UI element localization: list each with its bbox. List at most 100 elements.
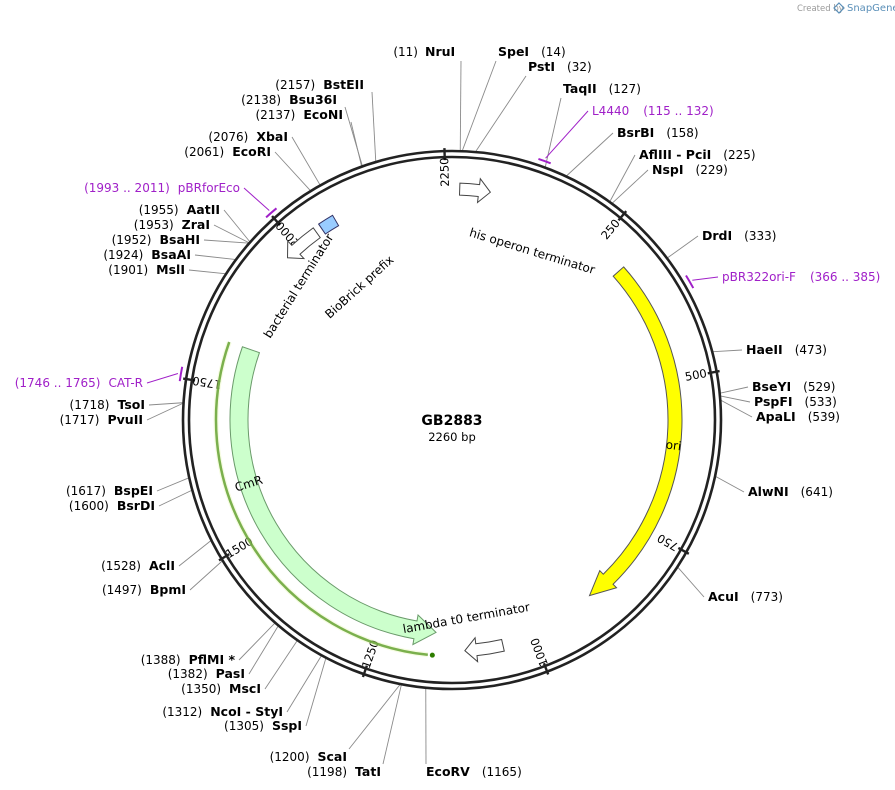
leader-line	[677, 567, 705, 598]
site-position: (158)	[666, 126, 698, 140]
primer-pbr322ori-f[interactable]: pBR322ori-F(366 .. 385)	[685, 270, 880, 289]
site-pvuii[interactable]: (1717)PvuII	[60, 412, 143, 427]
leader-line	[475, 75, 527, 152]
site-position: (2061)	[184, 145, 224, 159]
snapgene-logo-icon	[833, 2, 845, 14]
leader-line	[382, 685, 402, 765]
site-name: EcoRI	[232, 144, 271, 159]
feature-his-operon-terminator[interactable]	[458, 177, 492, 204]
site-acli[interactable]: (1528)AclI	[101, 558, 175, 573]
leader-line	[213, 224, 249, 243]
brand-text: SnapGene	[847, 3, 895, 14]
site-scai[interactable]: (1200)ScaI	[270, 749, 347, 764]
site-drdi[interactable]: (333)DrdI	[702, 228, 776, 243]
feature-label: ori	[665, 438, 682, 454]
tick-label: 1750	[191, 374, 222, 392]
leader-line	[146, 403, 183, 421]
tick-mark	[707, 369, 720, 375]
site-bsaai[interactable]: (1924)BsaAI	[103, 247, 191, 262]
site-zrai[interactable]: (1953)ZraI	[134, 217, 210, 232]
site-ncoi-styi[interactable]: (1312) NcoI - StyI	[162, 704, 283, 719]
feature-lambda-t0-terminator[interactable]	[464, 636, 505, 663]
backbone-inner-strand	[187, 155, 717, 685]
site-name: NcoI - StyI	[210, 704, 283, 719]
leader-line	[305, 658, 327, 727]
site-xbai[interactable]: (2076)XbaI	[208, 129, 288, 144]
leader-line	[720, 386, 749, 394]
site-bsrdi[interactable]: (1600)BsrDI	[69, 498, 155, 513]
site-position: (1901)	[108, 263, 148, 277]
site-apali[interactable]: (539)ApaLI	[756, 409, 840, 424]
feature-biobrick-prefix[interactable]	[317, 214, 340, 235]
site-position: (2076)	[208, 130, 248, 144]
site-name: BspEI	[114, 483, 153, 498]
feature-bacterial-terminator[interactable]	[287, 227, 321, 260]
plasmid-length: 2260 bp	[428, 430, 476, 444]
site-name: NspI	[652, 162, 684, 177]
site-bsrbi[interactable]: (158)BsrBI	[617, 125, 699, 140]
site-afliii-pcii[interactable]: (225)AflIII - PciI	[639, 147, 756, 162]
primer-range: (366 .. 385)	[810, 270, 880, 284]
feature-label: his operon terminator	[468, 225, 597, 277]
site-psti[interactable]: (32)PstI	[528, 59, 592, 74]
site-alwni[interactable]: (641)AlwNI	[748, 484, 833, 499]
site-haeii[interactable]: (473)HaeII	[746, 342, 827, 357]
site-bsahi[interactable]: (1952)BsaHI	[112, 232, 200, 247]
site-bpmi[interactable]: (1497)BpmI	[102, 582, 186, 597]
site-position: (1528)	[101, 559, 141, 573]
feature-cmr[interactable]: CmR	[213, 341, 437, 658]
primer-pbrforeco[interactable]: pBRforEco(1993 .. 2011)	[84, 181, 278, 219]
site-position: (1312)	[162, 705, 202, 719]
primer-cat-r[interactable]: CAT-R(1746 .. 1765)	[15, 366, 184, 390]
tick-mark	[361, 665, 368, 678]
site-taqii[interactable]: (127)TaqII	[563, 81, 641, 96]
site-tsoi[interactable]: (1718)TsoI	[70, 397, 145, 412]
site-position: (473)	[795, 343, 827, 357]
tick-mark	[182, 377, 196, 382]
site-bspei[interactable]: (1617)BspEI	[66, 483, 153, 498]
leader-line	[264, 640, 298, 690]
leader-line	[248, 626, 279, 675]
site-name: EcoRV	[426, 764, 470, 779]
site-nrui[interactable]: (11)NruI	[393, 44, 455, 59]
plasmid-name: GB2883	[421, 413, 482, 429]
site-name: MslI	[156, 262, 185, 277]
site-position: (1600)	[69, 499, 109, 513]
site-aatii[interactable]: (1955)AatII	[139, 202, 220, 217]
leader-line	[715, 476, 745, 493]
site-position: (641)	[801, 485, 833, 499]
tick-label: 1000	[528, 636, 551, 668]
site-name: ZraI	[182, 217, 210, 232]
site-name: TatI	[355, 764, 381, 779]
site-ecori[interactable]: (2061) EcoRI	[184, 144, 271, 159]
site-sspi[interactable]: (1305)SspI	[224, 718, 302, 733]
leader-line	[612, 169, 649, 204]
site-position: (533)	[805, 395, 837, 409]
site-bsu36i[interactable]: (2138)Bsu36I	[241, 92, 337, 107]
feature-ori[interactable]: ori	[588, 266, 683, 597]
leader-line	[291, 136, 321, 185]
site-econi[interactable]: (2137)EcoNI	[255, 107, 343, 122]
tick-mark	[218, 553, 230, 562]
site-acui[interactable]: (773)AcuI	[708, 589, 783, 604]
site-tati[interactable]: (1198)TatI	[307, 764, 381, 779]
leader-line	[158, 490, 192, 507]
site-position: (1305)	[224, 719, 264, 733]
site-bsteii[interactable]: (2157)BstEII	[275, 77, 364, 92]
primer-l4440[interactable]: L4440(115 .. 132)	[538, 104, 714, 165]
site-name: MscI	[229, 681, 261, 696]
site-nspi[interactable]: (229)NspI	[652, 162, 728, 177]
leader-line	[189, 560, 223, 591]
leader-line	[274, 151, 311, 191]
site-msci[interactable]: (1350)MscI	[181, 681, 261, 696]
site-bseyi[interactable]: (529)BseYI	[752, 379, 835, 394]
site-pspfi[interactable]: (533)PspFI	[754, 394, 837, 409]
site-position: (14)	[541, 45, 566, 59]
site-spei[interactable]: (14)SpeI	[498, 44, 566, 59]
site-ecorv[interactable]: (1165)EcoRV	[426, 764, 522, 779]
site-msli[interactable]: (1901) MslI	[108, 262, 185, 277]
site-pasi[interactable]: (1382)PasI	[168, 666, 245, 681]
site-pflmi[interactable]: (1388)PflMI *	[141, 652, 236, 667]
leader-line	[148, 402, 183, 406]
